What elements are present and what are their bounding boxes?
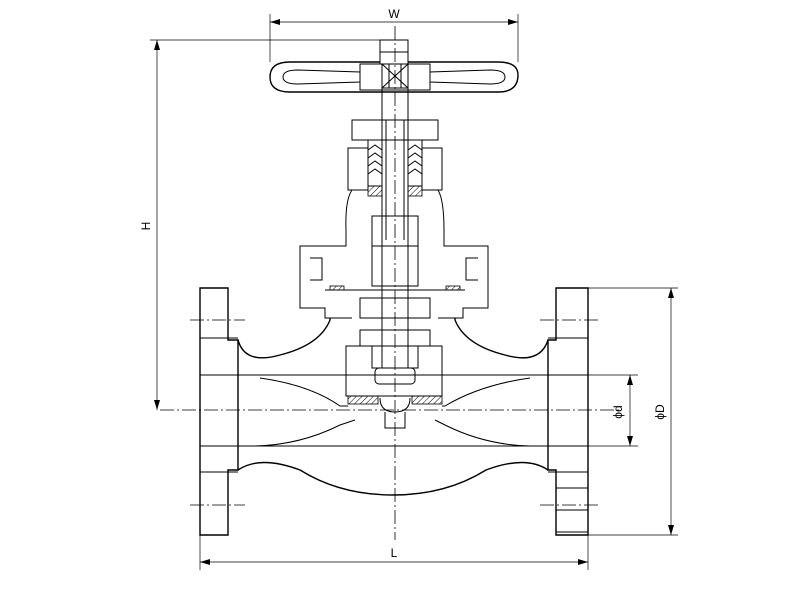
- dimension-flange-diameter: ϕD: [588, 287, 678, 536]
- center-lines: [160, 26, 620, 540]
- dimension-bore: ϕd: [588, 374, 638, 447]
- bore-label: ϕd: [611, 405, 625, 418]
- dimension-width: W: [269, 7, 519, 62]
- width-label: W: [388, 7, 400, 21]
- dimension-height: H: [139, 39, 380, 410]
- dimension-length: L: [199, 535, 589, 570]
- flange-diameter-label: ϕD: [653, 404, 667, 420]
- handwheel: [269, 39, 519, 93]
- bonnet: [299, 119, 489, 319]
- disc-assembly: [345, 329, 443, 429]
- height-label: H: [139, 222, 153, 231]
- valve-body: [199, 287, 589, 536]
- length-label: L: [391, 546, 398, 560]
